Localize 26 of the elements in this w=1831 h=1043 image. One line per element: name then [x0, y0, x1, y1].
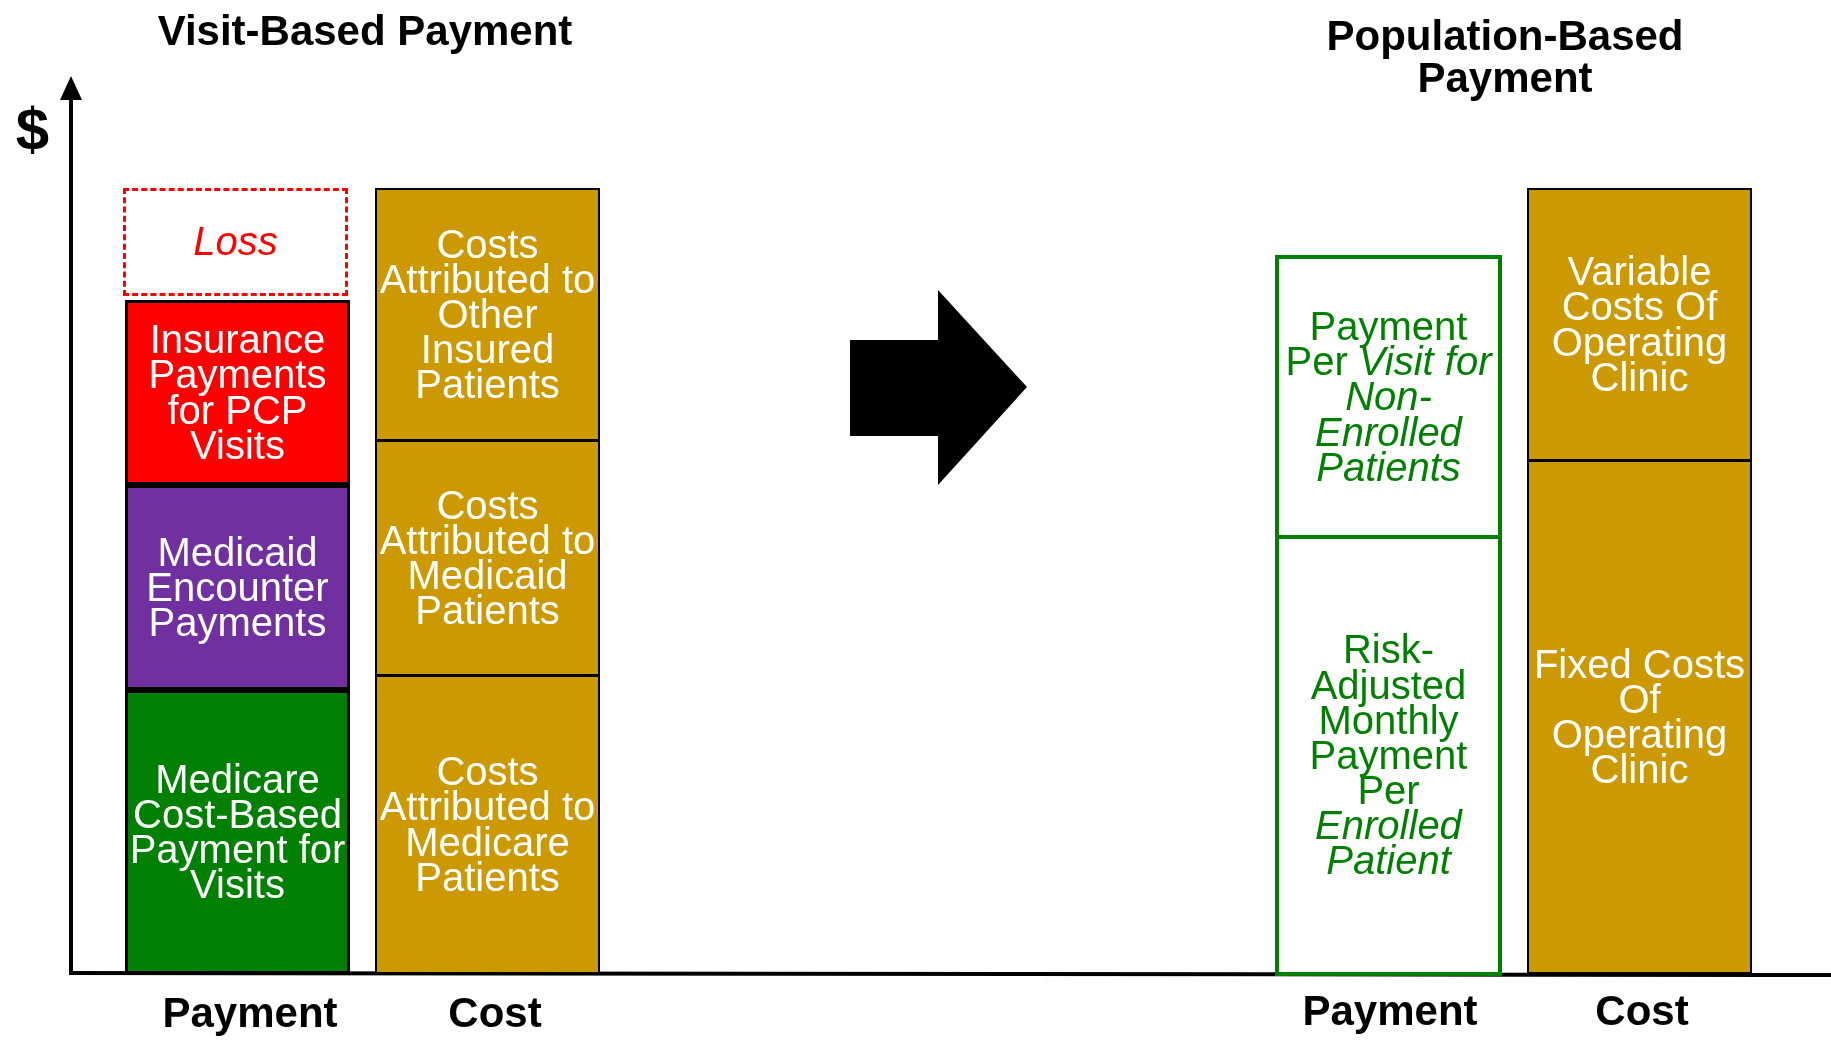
cost-block [375, 188, 600, 441]
block-text: Fixed Costs Of Operating Clinic [1532, 646, 1747, 788]
block-text: Costs Attributed to Medicaid Patients [378, 487, 597, 629]
section-title: Population-Based Payment [1325, 15, 1685, 99]
cost-block [375, 675, 600, 974]
loss-block [123, 188, 348, 296]
column-label: Payment [161, 992, 339, 1034]
cost-block [1527, 460, 1752, 974]
payment-block [125, 300, 350, 485]
cost-block [375, 440, 600, 676]
section-title: Visit-Based Payment [156, 10, 574, 52]
block-text: Costs Attributed to Medicare Patients [378, 754, 597, 895]
block-text: Risk-Adjusted Monthly Payment Per Enrolled Patient [1308, 632, 1469, 879]
column-label: Payment [1301, 990, 1479, 1032]
block-text: Variable Costs Of Operating Clinic [1550, 254, 1729, 395]
block-text: Insurance Payments for PCP Visits [147, 322, 328, 463]
axis-label: $ [14, 100, 51, 160]
block-text: Loss [193, 224, 278, 260]
block-text: Payment Per Visit for Non-Enrolled Patients [1284, 309, 1494, 485]
cost-block [1527, 188, 1752, 461]
payment-block [125, 485, 350, 690]
payment-block [125, 690, 350, 974]
column-label: Cost [447, 992, 543, 1034]
block-text: Costs Attributed to Other Insured Patients [378, 226, 597, 403]
block-text: Medicare Cost-Based Payment for Visits [128, 761, 347, 903]
column-label: Cost [1594, 990, 1690, 1032]
